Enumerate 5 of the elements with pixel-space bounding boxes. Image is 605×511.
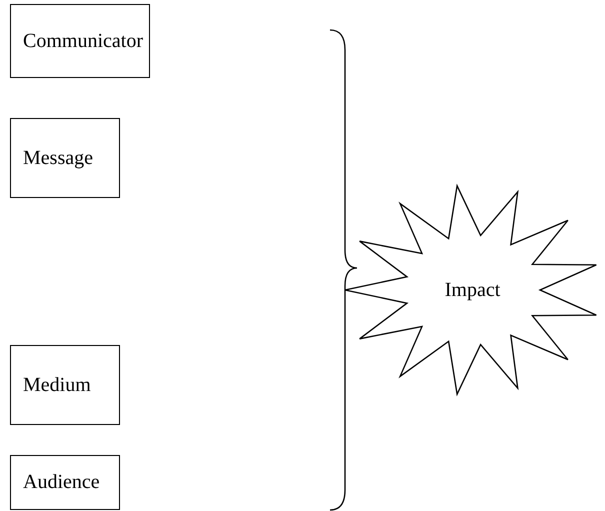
text-box: Communicator xyxy=(10,4,150,78)
text-box: Audience xyxy=(10,455,120,510)
starburst-label: Impact xyxy=(444,278,500,302)
text-box: Message xyxy=(10,118,120,198)
text-box: Medium xyxy=(10,345,120,425)
